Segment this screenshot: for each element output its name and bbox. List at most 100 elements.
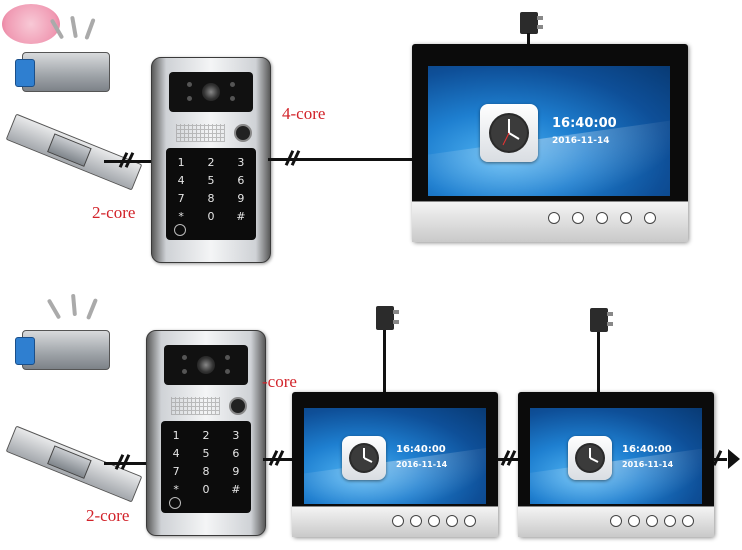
electric-lock-bottom (15, 330, 110, 370)
clock-icon (342, 436, 386, 480)
key-hash: # (231, 483, 241, 496)
label-core-bottom: -core (262, 372, 297, 391)
plug-prong (607, 322, 613, 326)
key-0: 0 (207, 210, 215, 223)
key-icon (84, 17, 96, 41)
indoor-monitor-bottom-2: 16:40:00 2016-11-14 (518, 392, 714, 537)
key-0: 0 (202, 483, 210, 496)
monitor-screen: 16:40:00 2016-11-14 (530, 408, 702, 504)
power-cable-top (527, 33, 530, 45)
clock-icon (480, 104, 538, 162)
plug-prong (607, 312, 613, 316)
electric-lock-top (15, 52, 110, 92)
keypad-door-station-top: 1 2 3 4 5 6 7 8 9 * 0 # (151, 57, 271, 263)
key-2: 2 (202, 429, 210, 442)
monitor-button-icon (646, 515, 658, 527)
monitor-button-icon (446, 515, 458, 527)
speaker-grill (170, 397, 221, 415)
strike-core (47, 133, 92, 167)
monitor-button-icon (628, 515, 640, 527)
key-2: 2 (207, 156, 215, 169)
camera-lens-icon (197, 356, 215, 374)
screen-time: 16:40:00 (396, 444, 446, 455)
brand-logo-icon (2, 4, 60, 44)
wire-lock-keypad-bottom (104, 462, 154, 465)
rfid-icon (169, 497, 181, 509)
label-2-core-top: 2-core (92, 203, 136, 222)
plug-prong (537, 25, 543, 29)
key-3: 3 (237, 156, 245, 169)
call-button (229, 397, 247, 415)
screen-date: 2016-11-14 (622, 460, 674, 469)
monitor-button-bar (412, 201, 688, 242)
monitor-button-icon (682, 515, 694, 527)
camera-module (163, 345, 249, 385)
monitor-button-icon (644, 212, 656, 224)
indoor-monitor-top: 16:40:00 2016-11-14 (412, 44, 688, 242)
speaker-grill (175, 124, 226, 142)
plug-prong (537, 16, 543, 20)
ir-led (225, 355, 231, 360)
call-button (234, 124, 252, 142)
key-7: 7 (177, 192, 185, 205)
monitor-button-icon (572, 212, 584, 224)
key-4: 4 (177, 174, 185, 187)
lock-blue-cylinder (15, 59, 35, 87)
power-adapter-icon (590, 308, 613, 332)
key-icon (70, 15, 78, 39)
monitor-screen: 16:40:00 2016-11-14 (304, 408, 486, 504)
key-7: 7 (172, 465, 180, 478)
ir-led (186, 82, 192, 87)
key-5: 5 (202, 447, 210, 460)
ir-led (186, 96, 192, 101)
power-cable (597, 332, 600, 394)
key-9: 9 (232, 465, 240, 478)
keypad-door-station-bottom: 1 2 3 4 5 6 7 8 9 * 0 # (146, 330, 266, 536)
monitor-button-icon (548, 212, 560, 224)
key-hash: # (236, 210, 246, 223)
plug-prong (393, 320, 399, 324)
key-1: 1 (172, 429, 180, 442)
key-icon (71, 293, 77, 317)
strike-core (47, 445, 92, 479)
screen-time: 16:40:00 (622, 444, 672, 455)
rfid-icon (174, 224, 186, 236)
monitor-button-icon (428, 515, 440, 527)
monitor-button-bar (292, 506, 498, 537)
key-5: 5 (207, 174, 215, 187)
wire-keypad-monitor-top (268, 158, 414, 161)
key-icon (46, 298, 62, 320)
monitor-button-icon (392, 515, 404, 527)
key-8: 8 (202, 465, 210, 478)
camera-module (168, 72, 254, 112)
monitor-screen: 16:40:00 2016-11-14 (428, 66, 670, 196)
ir-led (230, 96, 236, 101)
power-cable (383, 330, 386, 394)
clock-icon (568, 436, 612, 480)
monitor-button-icon (610, 515, 622, 527)
key-icon (86, 298, 98, 320)
monitor-button-icon (596, 212, 608, 224)
screen-date: 2016-11-14 (396, 460, 448, 469)
ir-led (181, 355, 187, 360)
ir-led (225, 369, 231, 374)
plug-prong (393, 310, 399, 314)
lock-blue-cylinder (15, 337, 35, 365)
key-6: 6 (237, 174, 245, 187)
monitor-button-icon (620, 212, 632, 224)
key-8: 8 (207, 192, 215, 205)
screen-date: 2016-11-14 (552, 136, 610, 146)
ir-led (181, 369, 187, 374)
keypad: 1 2 3 4 5 6 7 8 9 * 0 # (161, 421, 251, 513)
ir-led (230, 82, 236, 87)
key-star: * (173, 483, 179, 496)
key-star: * (178, 210, 184, 223)
monitor-button-icon (410, 515, 422, 527)
label-4-core: 4-core (282, 104, 326, 123)
electric-strike-top (5, 113, 143, 191)
monitor-button-bar (518, 506, 714, 537)
indoor-monitor-bottom-1: 16:40:00 2016-11-14 (292, 392, 498, 537)
key-3: 3 (232, 429, 240, 442)
power-adapter-icon (376, 306, 399, 330)
power-adapter-icon (520, 12, 543, 34)
